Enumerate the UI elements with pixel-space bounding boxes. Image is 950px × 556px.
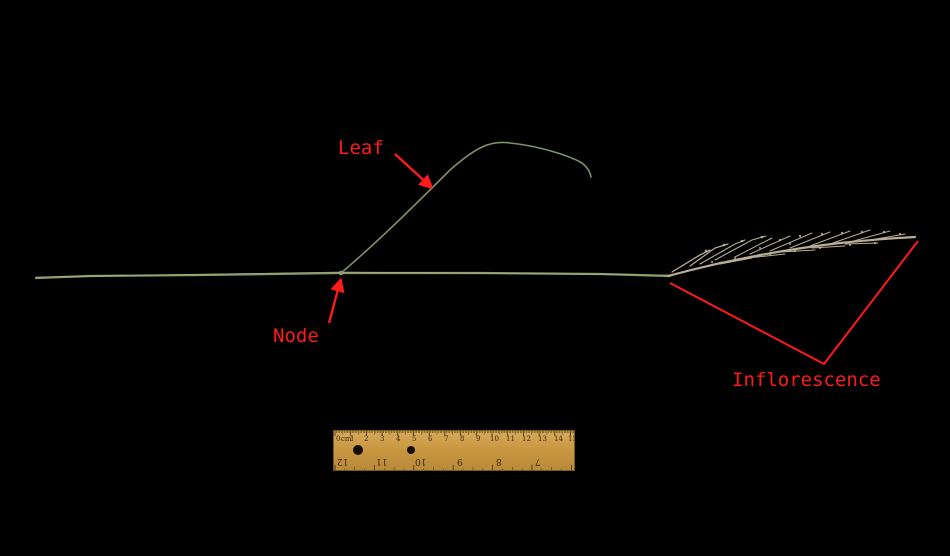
ruler-top-number: 11 — [506, 435, 515, 443]
ruler-bottom-number: 7 — [535, 456, 541, 466]
ruler-top-number: 2 — [364, 435, 369, 443]
ruler-top-number: 6 — [428, 435, 433, 443]
ruler-top-number: 13 — [538, 435, 547, 443]
inflorescence-spikelets — [704, 230, 902, 264]
leaf-label: Leaf — [338, 137, 384, 159]
ruler-hole — [353, 445, 363, 455]
node-label: Node — [273, 325, 319, 347]
ruler-top-unit: cm — [341, 435, 352, 443]
measuring-ruler: 0 cm 1 2 3 4 5 6 7 8 9 10 11 12 13 14 15… — [333, 430, 575, 471]
node-arrow-icon — [327, 277, 345, 324]
leaf-arrow-icon — [394, 153, 434, 190]
ruler-bottom-number: 11 — [376, 456, 388, 466]
ruler-top-number: 9 — [476, 435, 481, 443]
ruler-top-number: 8 — [460, 435, 465, 443]
ruler-top-number: 4 — [396, 435, 401, 443]
ruler-ticks — [334, 431, 574, 470]
ruler-top-number: 7 — [444, 435, 449, 443]
ruler-bottom-number: 9 — [457, 456, 463, 466]
ruler-top-number: 5 — [412, 435, 417, 443]
ruler-bottom-number: 12 — [337, 456, 349, 466]
grass-leaf — [340, 141, 592, 274]
ruler-top-number: 10 — [490, 435, 499, 443]
ruler-top-number: 14 — [554, 435, 563, 443]
ruler-top-number: 1 — [350, 435, 355, 443]
ruler-bottom-number: 8 — [496, 456, 502, 466]
inflorescence-label: Inflorescence — [732, 369, 881, 391]
grass-inflorescence — [666, 229, 917, 278]
inflorescence-bracket — [669, 240, 919, 366]
ruler-top-number: 15 — [568, 435, 574, 443]
ruler-hole — [407, 446, 415, 454]
ruler-bottom-number: 10 — [415, 456, 427, 466]
ruler-top-number: 12 — [522, 435, 531, 443]
ruler-top-number: 3 — [380, 435, 385, 443]
ruler-top-number: 0 — [336, 435, 341, 443]
